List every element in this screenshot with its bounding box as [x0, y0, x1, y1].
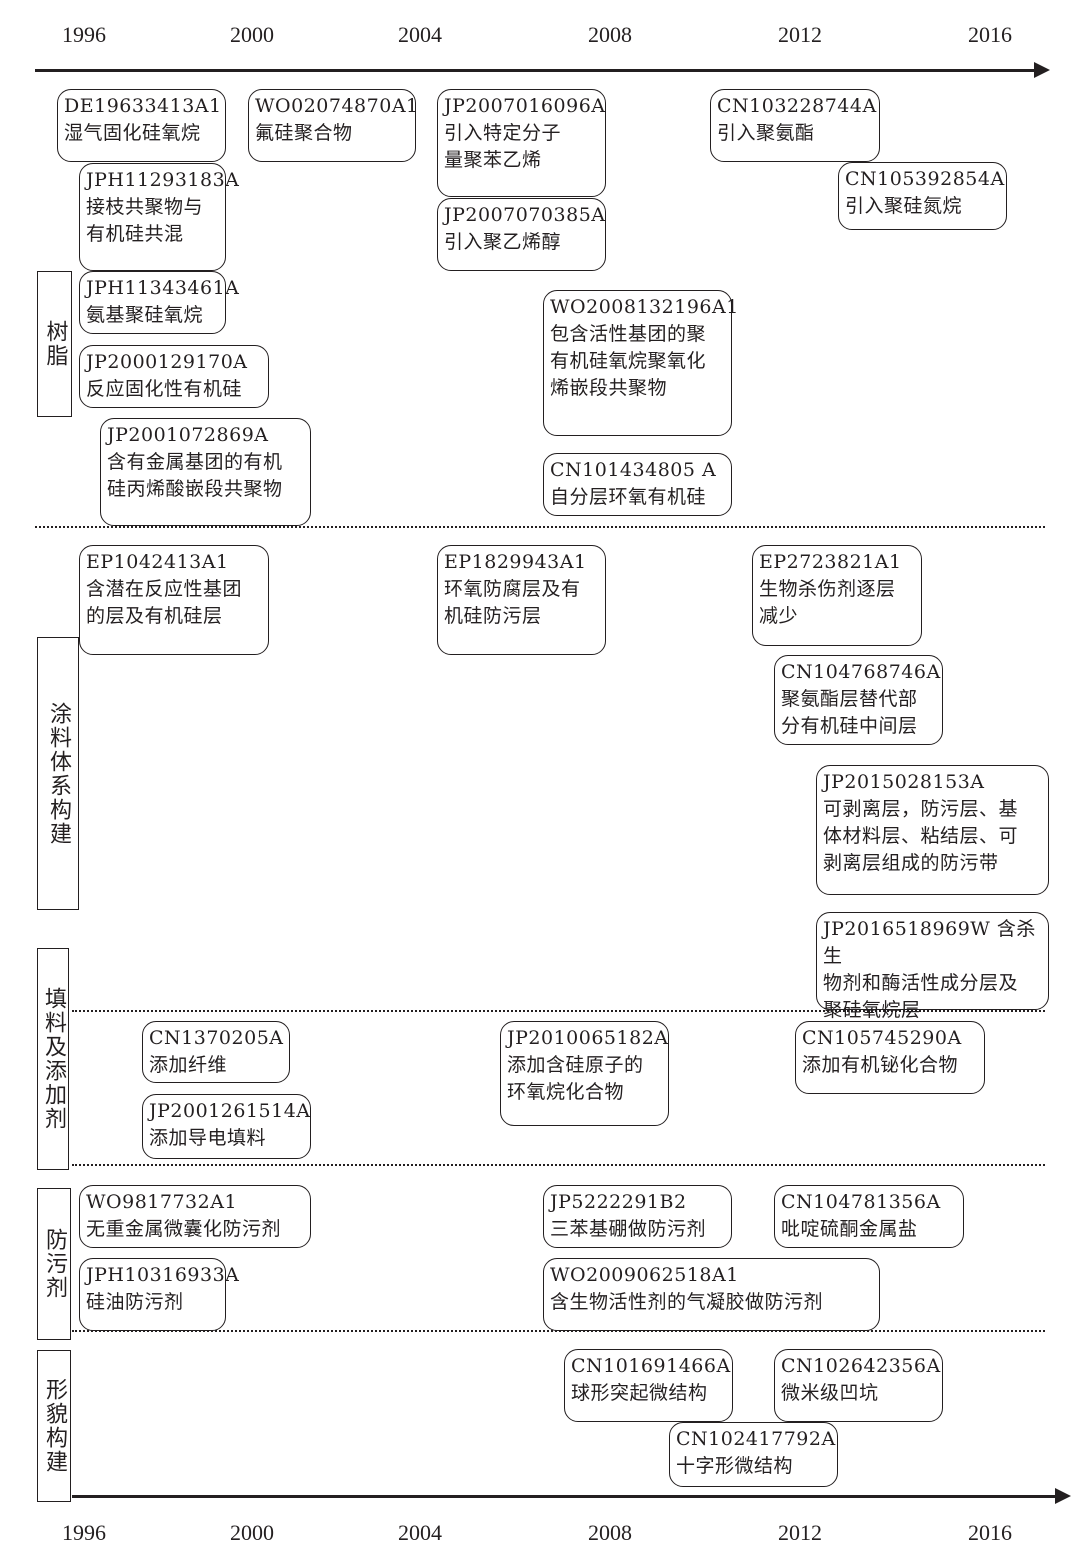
patent-box: CN105392854A 引入聚硅氮烷 [838, 162, 1007, 230]
year-label-bottom: 2008 [588, 1520, 632, 1545]
patent-box: JP2001072869A 含有金属基团的有机 硅丙烯酸嵌段共聚物 [100, 418, 311, 526]
top-time-axis [35, 69, 1037, 72]
patent-box: WO2008132196A1 包含活性基团的聚 有机硅氧烷聚氧化 烯嵌段共聚物 [543, 290, 738, 436]
year-label-bottom: 2000 [230, 1520, 274, 1545]
patent-box: JP2016518969W 含杀生 物剂和酶活性成分层及 聚硅氧烷层 [816, 912, 1049, 1021]
patent-box: CN101434805 A 自分层环氧有机硅 [543, 453, 732, 516]
patent-box: WO9817732A1 无重金属微囊化防污剂 [79, 1185, 311, 1248]
category-morphology: 形貌构建 [37, 1350, 71, 1502]
year-label-bottom: 2004 [398, 1520, 442, 1545]
patent-box: CN104768746A 聚氨酯层替代部 分有机硅中间层 [774, 655, 943, 745]
patent-box: EP1042413A1 含潜在反应性基团 的层及有机硅层 [79, 545, 269, 655]
patent-box: CN102417792A 十字形微结构 [669, 1422, 838, 1487]
patent-box: JP2000129170A 反应固化性有机硅 [79, 345, 269, 408]
year-label-top: 2000 [230, 22, 274, 47]
year-label-bottom: 1996 [62, 1520, 106, 1545]
patent-box: JPH11343461A 氨基聚硅氧烷 [79, 271, 239, 334]
section-divider [72, 1164, 1045, 1166]
patent-box: CN1370205A 添加纤维 [142, 1021, 290, 1083]
patent-box: CN102642356A 微米级凹坑 [774, 1349, 943, 1422]
patent-box: JP2010065182A 添加含硅原子的 环氧烷化合物 [500, 1021, 669, 1126]
year-label-top: 2008 [588, 22, 632, 47]
patent-box: WO02074870A1 氟硅聚合物 [248, 89, 418, 162]
year-label-top: 2012 [778, 22, 822, 47]
bottom-time-axis [72, 1495, 1057, 1498]
section-divider [72, 1330, 1045, 1332]
patent-box: JP2007070385A 引入聚乙烯醇 [437, 198, 606, 271]
year-label-bottom: 2012 [778, 1520, 822, 1545]
patent-box: CN101691466A 球形突起微结构 [564, 1349, 733, 1422]
patent-box: EP1829943A1 环氧防腐层及有 机硅防污层 [437, 545, 606, 655]
patent-box: CN104781356A 吡啶硫酮金属盐 [774, 1185, 964, 1248]
category-resin: 树脂 [37, 271, 72, 417]
patent-box: JP5222291B2 三苯基硼做防污剂 [543, 1185, 732, 1248]
year-label-top: 1996 [62, 22, 106, 47]
patent-box: CN103228744A 引入聚氨酯 [710, 89, 880, 162]
year-label-bottom: 2016 [968, 1520, 1012, 1545]
section-divider [35, 526, 1045, 528]
section-divider [72, 1010, 1045, 1012]
year-label-top: 2004 [398, 22, 442, 47]
category-coating-system: 涂料体系构建 [37, 637, 79, 910]
patent-box: CN105745290A 添加有机铋化合物 [795, 1021, 985, 1094]
axis-arrow-icon [1055, 1488, 1071, 1504]
patent-box: JP2001261514A 添加导电填料 [142, 1094, 311, 1159]
year-label-top: 2016 [968, 22, 1012, 47]
axis-arrow-icon [1034, 62, 1050, 78]
patent-box: EP2723821A1 生物杀伤剂逐层 减少 [752, 545, 922, 646]
patent-box: JP2015028153A 可剥离层，防污层、基 体材料层、粘结层、可 剥离层组… [816, 765, 1049, 895]
patent-box: WO2009062518A1 含生物活性剂的气凝胶做防污剂 [543, 1258, 880, 1331]
category-antifouling-agent: 防污剂 [37, 1188, 71, 1340]
patent-box: DE19633413A1 湿气固化硅氧烷 [57, 89, 226, 162]
patent-box: JPH11293183A 接枝共聚物与 有机硅共混 [79, 163, 239, 271]
category-fillers-additives: 填料及添加剂 [37, 948, 69, 1170]
patent-box: JPH10316933A 硅油防污剂 [79, 1258, 239, 1331]
patent-box: JP2007016096A 引入特定分子 量聚苯乙烯 [437, 89, 606, 197]
